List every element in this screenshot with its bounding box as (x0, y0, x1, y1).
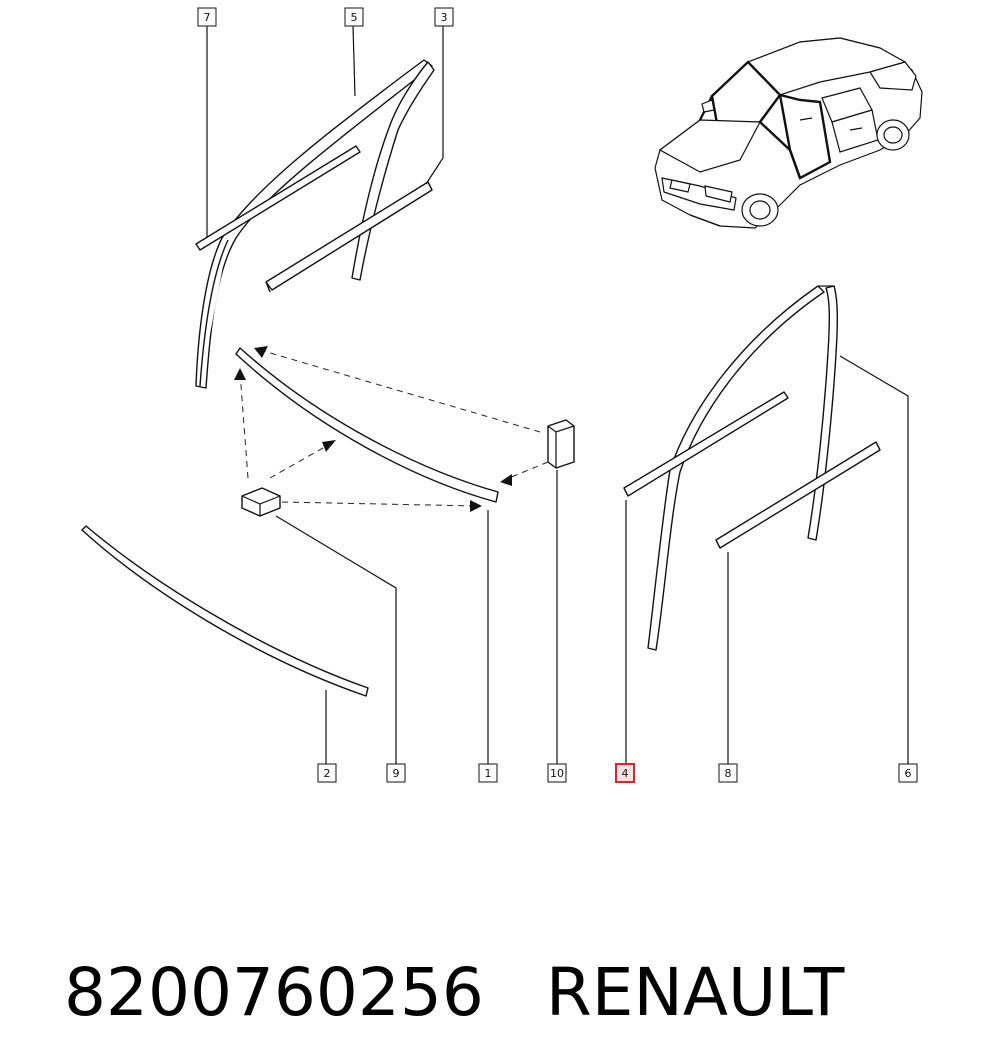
car-illustration (654, 37, 923, 229)
callout-label-1: 1 (485, 767, 492, 780)
callout-label-4: 4 (622, 767, 629, 780)
middle-assembly (234, 346, 575, 517)
callout-6: 6 (898, 763, 918, 783)
callout-label-8: 8 (725, 767, 732, 780)
callout-10: 10 (547, 763, 567, 783)
callout-label-9: 9 (393, 767, 400, 780)
leader-lines (206, 25, 909, 764)
callout-label-2: 2 (324, 767, 331, 780)
callout-5: 5 (344, 7, 364, 27)
part-number: 8200760256 (63, 954, 484, 1031)
callout-7: 7 (197, 7, 217, 27)
callout-box-10 (547, 763, 567, 783)
callout-box-4 (615, 763, 635, 783)
callout-box-1 (478, 763, 498, 783)
callout-label-10: 10 (550, 767, 564, 780)
parts-diagram: 7 5 3 2 9 1 10 4 8 6 (81, 7, 923, 783)
callout-label-7: 7 (204, 11, 211, 24)
callout-8: 8 (718, 763, 738, 783)
callout-label-5: 5 (351, 11, 358, 24)
footer: 8200760256 RENAULT (22, 858, 982, 1031)
callout-box-7 (197, 7, 217, 27)
callout-2: 2 (317, 763, 337, 783)
callout-box-5 (344, 7, 364, 27)
callout-layer: 7 5 3 2 9 1 10 4 8 6 (197, 7, 918, 783)
callout-9: 9 (386, 763, 406, 783)
right-assembly (623, 285, 881, 651)
callout-label-6: 6 (905, 767, 912, 780)
callout-box-6 (898, 763, 918, 783)
upper-left-assembly (195, 59, 435, 389)
callout-box-9 (386, 763, 406, 783)
brand-name: RENAULT (545, 954, 845, 1031)
callout-box-3 (434, 7, 454, 27)
callout-1: 1 (478, 763, 498, 783)
callout-3: 3 (434, 7, 454, 27)
callout-4: 4 (615, 763, 635, 783)
callout-box-2 (317, 763, 337, 783)
callout-box-8 (718, 763, 738, 783)
callout-label-3: 3 (441, 11, 448, 24)
part-2-strip (81, 525, 369, 697)
